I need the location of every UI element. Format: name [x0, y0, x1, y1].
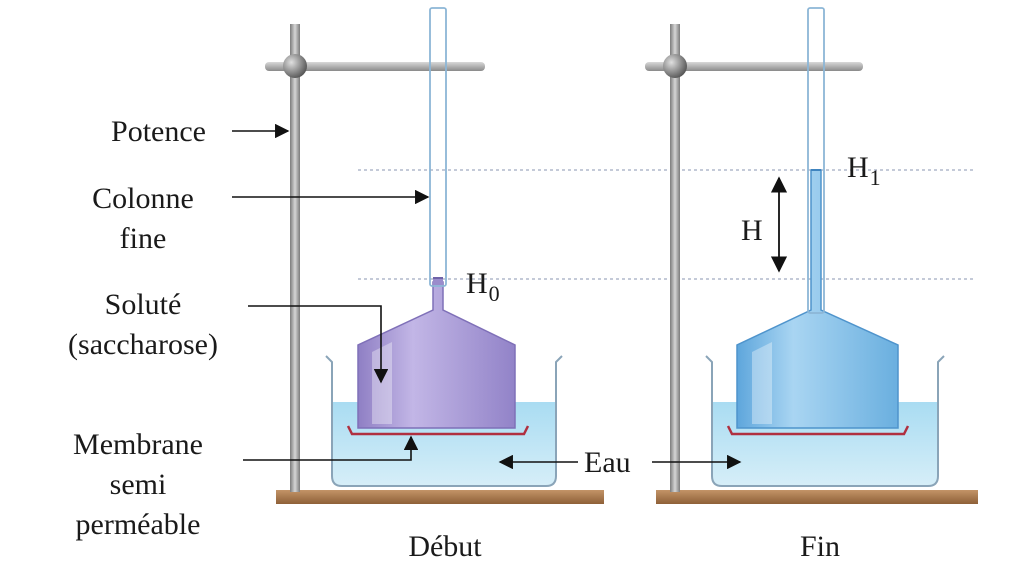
label-solute-line1: Soluté	[104, 288, 182, 321]
left-column-liquid	[433, 277, 443, 285]
label-h0: H0	[466, 264, 500, 306]
arrow-membrane	[243, 435, 419, 461]
right-base	[656, 490, 978, 504]
left-setup	[265, 7, 604, 504]
label-membrane-line3: perméable	[75, 508, 201, 541]
left-beaker-glass	[325, 355, 563, 487]
left-funnel-solution	[357, 281, 516, 429]
arrow-solute	[248, 305, 389, 384]
label-membrane-line1: Membrane	[73, 428, 203, 461]
right-stand-rod	[670, 24, 680, 492]
label-membrane-line2: semi	[109, 468, 167, 501]
left-funnel-highlight	[372, 342, 392, 424]
label-h0-letter: H	[466, 267, 488, 300]
label-h1-letter: H	[847, 151, 869, 184]
right-funnel-highlight	[752, 342, 772, 424]
right-clamp-knob	[663, 54, 687, 78]
caption-debut: Début	[408, 530, 482, 563]
right-column-glass	[807, 7, 825, 314]
left-stand-rod	[290, 24, 300, 492]
left-column-glass	[429, 7, 447, 287]
label-solute-line2: (saccharose)	[68, 328, 218, 361]
label-membrane: Membrane semi perméable	[40, 425, 236, 545]
label-h1-sub: 1	[869, 165, 881, 190]
label-colonne: Colonne fine	[58, 179, 228, 259]
label-h: H	[741, 214, 763, 247]
right-beaker-glass	[705, 355, 945, 487]
label-eau: Eau	[584, 446, 631, 479]
right-setup	[645, 7, 978, 504]
label-colonne-line1: Colonne	[92, 182, 194, 215]
label-solute: Soluté (saccharose)	[40, 285, 246, 365]
label-h1: H1	[847, 148, 881, 190]
left-base	[276, 490, 604, 504]
right-funnel-solution	[736, 169, 899, 429]
label-h0-sub: 0	[488, 281, 500, 306]
caption-fin: Fin	[799, 530, 841, 563]
left-clamp-knob	[283, 54, 307, 78]
label-potence: Potence	[111, 115, 206, 148]
label-colonne-line2: fine	[119, 222, 167, 255]
right-membrane	[726, 425, 910, 436]
left-membrane	[346, 425, 530, 436]
